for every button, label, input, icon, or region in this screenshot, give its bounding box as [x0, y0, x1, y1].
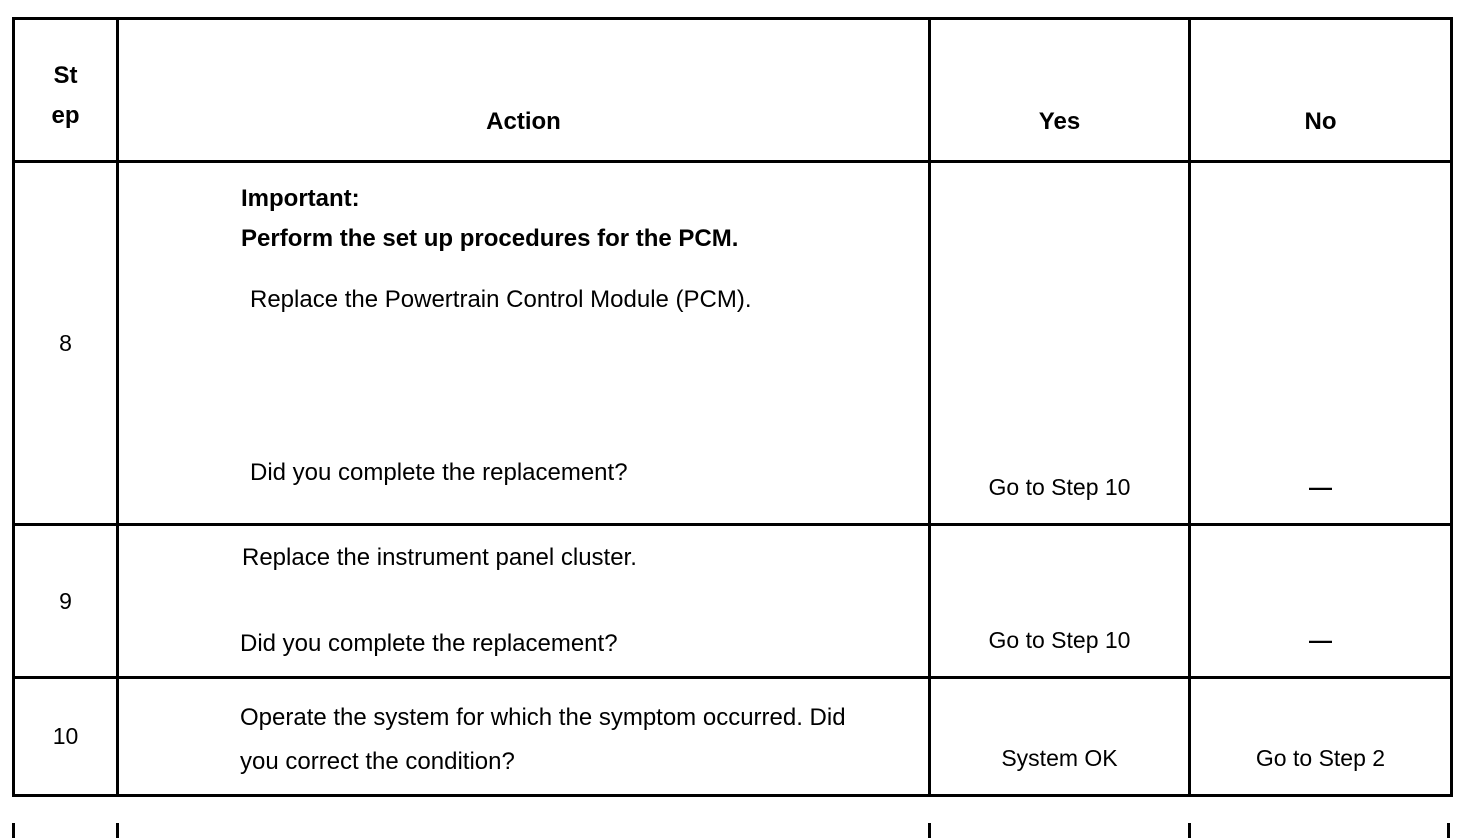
- column-rule-right: [1447, 823, 1450, 838]
- important-block: Important: Perform the set up procedures…: [241, 179, 738, 258]
- header-cell-action: Action: [116, 17, 931, 163]
- header-cell-yes: Yes: [928, 17, 1191, 163]
- action-cell: Important: Perform the set up procedures…: [116, 160, 931, 526]
- table-row: 10 Operate the system for which the symp…: [12, 676, 1453, 797]
- em-dash-mark: —: [1309, 627, 1332, 653]
- no-result-cell: Go to Step 2: [1188, 676, 1453, 797]
- header-step-line2: ep: [51, 102, 80, 129]
- step-number-cell: 8: [12, 160, 119, 526]
- column-rule-yes: [1188, 823, 1191, 838]
- yes-result-cell: Go to Step 10: [928, 523, 1191, 679]
- step-number-cell: 10: [12, 676, 119, 797]
- action-question: Did you complete the replacement?: [250, 459, 628, 486]
- header-step-line1: St: [53, 62, 78, 89]
- table-row: 9 Replace the instrument panel cluster. …: [12, 523, 1453, 679]
- action-instruction: Replace the Powertrain Control Module (P…: [250, 286, 752, 313]
- column-rule-step: [116, 823, 119, 838]
- header-action-label: Action: [486, 108, 561, 135]
- header-cell-no: No: [1188, 17, 1453, 163]
- em-dash-mark: —: [1309, 474, 1332, 500]
- action-content-stack: Important: Perform the set up procedures…: [119, 163, 928, 523]
- header-cell-step: St ep: [12, 17, 119, 163]
- action-cell: Replace the instrument panel cluster. Di…: [116, 523, 931, 679]
- yes-result-cell: System OK: [928, 676, 1191, 797]
- table-row: 8 Important: Perform the set up procedur…: [12, 160, 1453, 526]
- important-label: Important:: [241, 185, 360, 212]
- next-row-partial-rules: [12, 823, 1450, 838]
- no-result-cell: —: [1188, 160, 1453, 526]
- column-rule-left: [12, 823, 15, 838]
- action-text-line2: you correct the condition?: [240, 748, 515, 775]
- action-text-line1: Operate the system for which the symptom…: [240, 704, 846, 731]
- column-rule-action: [928, 823, 931, 838]
- diagnostic-table: St ep Action Yes No 8: [12, 17, 1453, 797]
- header-no-label: No: [1304, 108, 1337, 135]
- header-step-stack: St ep: [15, 56, 116, 160]
- action-content-stack: Replace the instrument panel cluster. Di…: [119, 526, 928, 676]
- step-number-cell: 9: [12, 523, 119, 679]
- action-content-stack: Operate the system for which the symptom…: [119, 679, 928, 794]
- important-text: Perform the set up procedures for the PC…: [241, 224, 739, 252]
- action-question: Did you complete the replacement?: [240, 630, 618, 657]
- yes-result-cell: Go to Step 10: [928, 160, 1191, 526]
- table-header-row: St ep Action Yes No: [12, 17, 1453, 163]
- no-result-cell: —: [1188, 523, 1453, 679]
- action-instruction: Replace the instrument panel cluster.: [242, 544, 637, 571]
- header-yes-label: Yes: [1038, 108, 1081, 135]
- action-cell: Operate the system for which the symptom…: [116, 676, 931, 797]
